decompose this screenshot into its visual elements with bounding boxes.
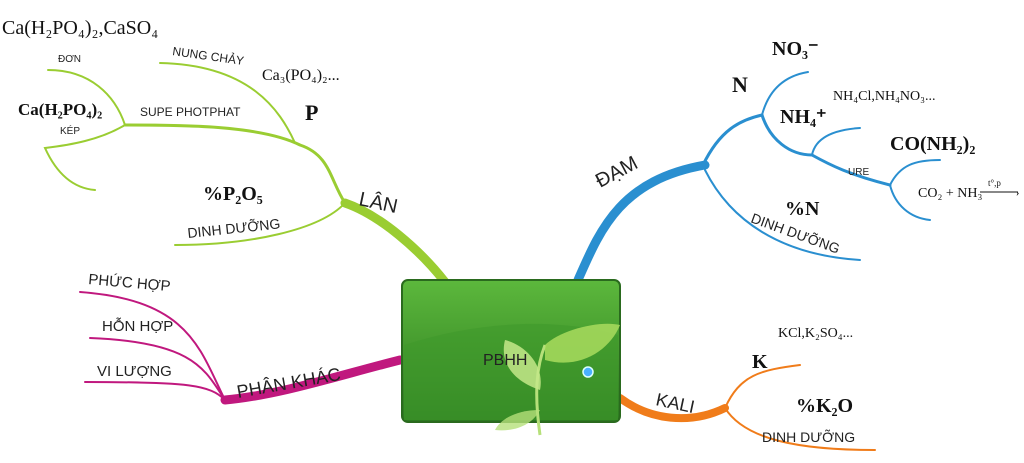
center-label: PBHH [483, 352, 527, 369]
kali-dinhduong-line [724, 407, 876, 451]
leaf-icon [495, 323, 620, 436]
khac-viluong-line [84, 381, 226, 401]
water-drop-icon [582, 366, 594, 378]
khac-phuchop-line [79, 291, 226, 401]
lan-formula-kep: Ca(H₂PO₄)₂ [18, 100, 102, 119]
lan-don-line [47, 69, 126, 126]
khac-item-hon-hop: HỖN HỢP [102, 317, 173, 335]
khac-label: PHÂN KHÁC [235, 364, 342, 402]
dam-nh4-sub-line [811, 127, 861, 156]
dam-no3-line [761, 71, 809, 116]
lan-formula-don: Ca(H₂PO₄)₂,CaSO₄ [2, 17, 158, 39]
kali-examples: KCl,K₂SO₄... [778, 326, 853, 341]
lan-don: ĐƠN [58, 54, 81, 65]
lan-supe: SUPE PHOTPHAT [140, 105, 241, 119]
lan-formula-nung: Ca₃(PO₄)₂... [262, 67, 340, 84]
branch-lan: LÂN P Ca(H₂PO₄)₂,CaSO₄ ĐƠN Ca(H₂PO₄)₂ KÉ… [2, 17, 450, 287]
dam-nh4-examples: NH₄Cl,NH₄NO₃... [833, 89, 936, 104]
kali-nutrient: %K₂O [796, 395, 853, 417]
dam-nutrient: %N [785, 198, 820, 220]
kali-k-line [724, 364, 801, 409]
khac-item-vi-luong: VI LƯỢNG [97, 363, 172, 380]
dam-reaction-cond: t°,p [988, 178, 1001, 188]
lan-kep-line [43, 124, 126, 191]
lan-nung-line [159, 62, 296, 144]
dam-n-line [701, 113, 764, 167]
dam-ure: URE [848, 167, 869, 178]
kali-main-line [616, 394, 729, 423]
dam-dinhduong-line [704, 169, 861, 261]
dam-ure-formula: CO(NH₂)₂ [890, 133, 975, 155]
dam-ure-lines [889, 159, 941, 221]
dam-element: N [732, 72, 748, 97]
kali-element: K [752, 351, 768, 373]
center-node: PBHH [401, 279, 621, 436]
kali-dinh-duong: DINH DƯỠNG [762, 429, 855, 445]
branch-khac: PHÂN KHÁC PHỨC HỢP HỖN HỢP VI LƯỢNG [79, 271, 405, 405]
branch-kali: KALI K KCl,K₂SO₄... %K₂O DINH DƯỠNG [616, 326, 876, 451]
reaction-arrowhead-icon: › [1016, 188, 1019, 199]
branch-dam: ĐẠM N NO₃⁻ NH₄⁺ NH₄Cl,NH₄NO₃... URE CO(N… [573, 38, 1019, 285]
dam-nh4: NH₄⁺ [780, 106, 827, 128]
dam-label: ĐẠM [592, 152, 642, 192]
lan-supe-line [123, 123, 347, 205]
lan-element: P [305, 100, 318, 125]
lan-nutrient: %P₂O₅ [203, 183, 263, 205]
dam-no3: NO₃⁻ [772, 38, 819, 60]
dam-main-line [573, 160, 710, 285]
khac-main-line [220, 355, 405, 405]
lan-dinhduong-line [174, 202, 346, 246]
lan-kep: KÉP [60, 124, 80, 137]
khac-honhop-line [89, 337, 226, 401]
khac-item-phuc-hop: PHỨC HỢP [88, 271, 172, 295]
lan-main-line [340, 198, 450, 287]
dam-ure-reaction: CO₂ + NH₃ [918, 186, 982, 201]
